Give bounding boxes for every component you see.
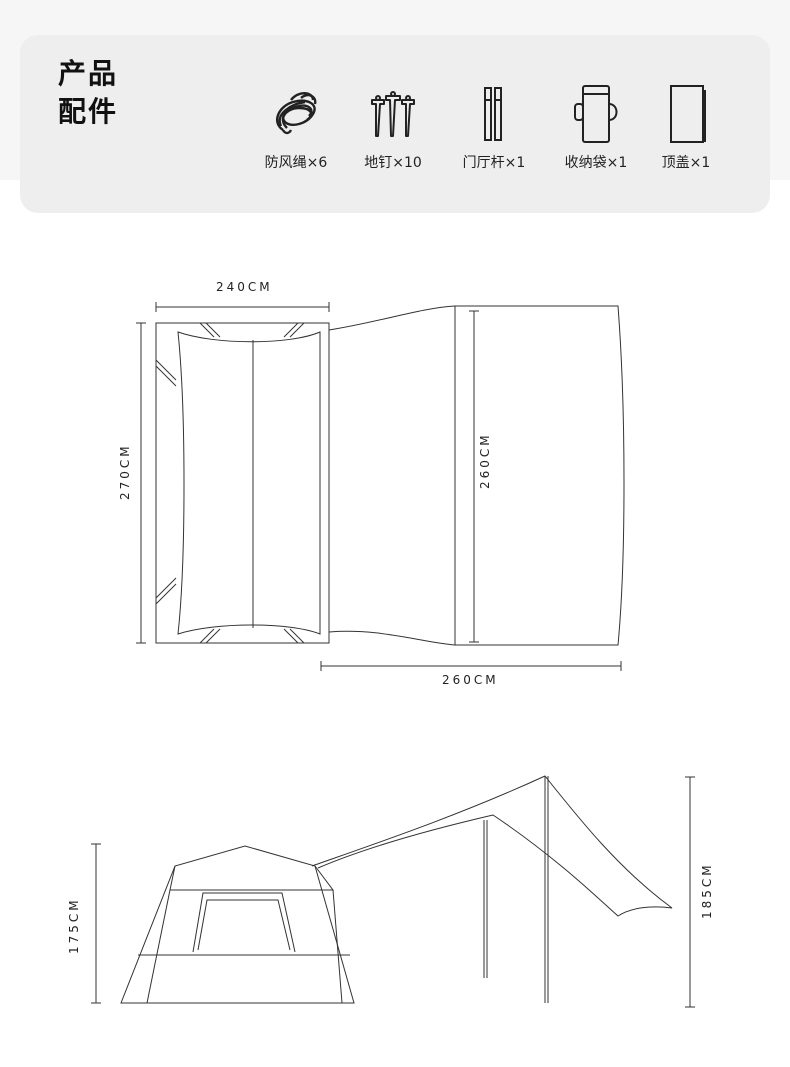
accessory-rope: 防风绳×6: [248, 78, 344, 178]
accessory-rope-label: 防风绳×6: [264, 155, 328, 171]
side-view-tent: [120, 845, 355, 1004]
top-width-label: 240CM: [216, 280, 273, 294]
accessory-bag-label: 收纳袋×1: [564, 155, 628, 171]
top-view-awning: [328, 305, 625, 646]
side-view-awning: [311, 775, 673, 1003]
accessory-stakes-label: 地钉×10: [364, 155, 422, 171]
top-view-dimension-lines: [136, 302, 622, 671]
tent-height-label: 175CM: [67, 897, 81, 954]
rope-icon: [276, 92, 317, 135]
ground-stake-icon: [371, 91, 415, 137]
accessory-bag: 收纳袋×1: [548, 78, 644, 178]
top-depth-label: 270CM: [118, 443, 132, 500]
awning-width-label: 260CM: [442, 673, 499, 687]
top-view-tent: [155, 322, 330, 644]
accessory-pole-label: 门厅杆×1: [462, 155, 526, 171]
accessory-cover-label: 顶盖×1: [661, 155, 711, 171]
accessories-title-line2: 配件: [58, 95, 119, 128]
accessories-title-line1: 产品: [58, 57, 119, 90]
accessories-title: 产品 配件: [58, 55, 118, 131]
accessory-stakes: 地钉×10: [345, 78, 441, 178]
accessories-panel: [20, 35, 770, 213]
accessory-pole: 门厅杆×1: [446, 78, 542, 178]
awning-depth-label: 260CM: [478, 432, 492, 489]
top-cover-icon: [670, 85, 706, 143]
pole-height-label: 185CM: [700, 862, 714, 919]
accessory-cover: 顶盖×1: [638, 78, 734, 178]
storage-bag-icon: [574, 85, 618, 143]
side-view-dimension-lines: [91, 776, 695, 1008]
pole-icon: [484, 87, 502, 141]
